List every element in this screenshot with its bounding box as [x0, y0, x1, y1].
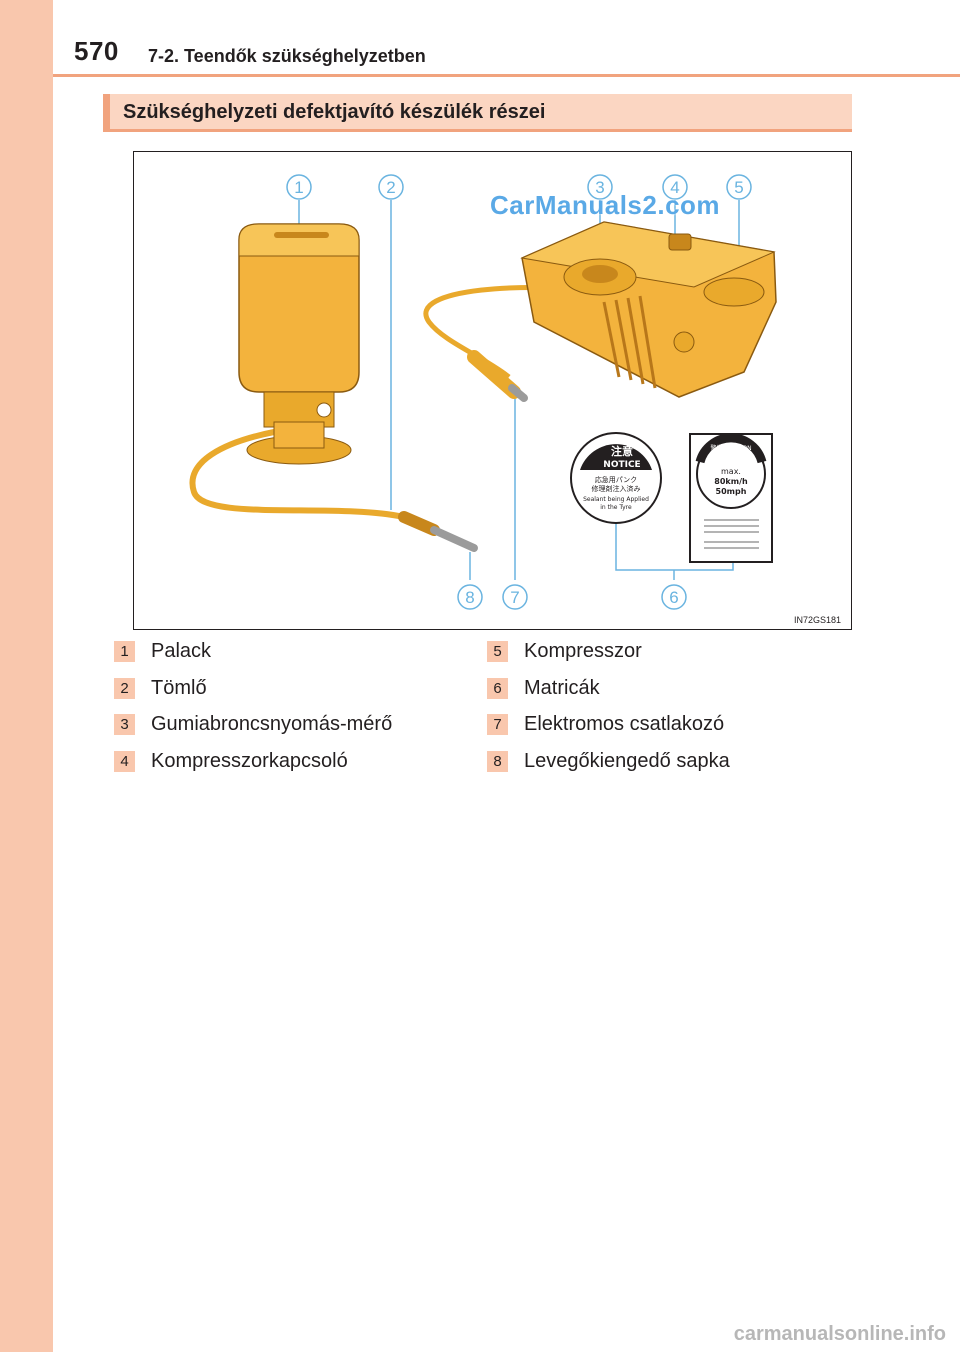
sealant-bottle [238, 223, 360, 465]
caution-speed-1: max. [721, 467, 741, 476]
legend-label: Kompresszorkapcsoló [151, 749, 348, 772]
section-heading-accent [103, 94, 110, 129]
callout-8: 8 [465, 588, 474, 607]
caution-label: 警告/CAUTION [710, 444, 751, 452]
callout-1: 1 [294, 178, 303, 197]
header-rule [53, 74, 960, 77]
parts-legend: 1 Palack 2 Tömlő 3 Gumiabroncsnyomás-mér… [114, 638, 854, 788]
callout-6: 6 [669, 588, 678, 607]
footer-watermark: carmanualsonline.info [733, 1323, 946, 1345]
callout-circles [286, 174, 752, 610]
legend-label: Kompresszor [524, 639, 642, 662]
notice-line-2: 修理剤注入済み [592, 484, 641, 493]
notice-line-1: 応急用パンク [595, 475, 637, 484]
electrical-plug [467, 350, 521, 399]
figure-watermark: CarManuals2.com [490, 190, 721, 220]
callout-4: 4 [670, 178, 679, 197]
air-release-cap [398, 511, 440, 536]
caution-sticker: 警告/CAUTION max. 80km/h 50mph [689, 433, 773, 563]
section-heading-band: Szükséghelyzeti defektjavító készülék ré… [103, 94, 852, 132]
notice-sticker: 注意 NOTICE 応急用パンク 修理剤注入済み Sealant being A… [570, 432, 662, 524]
compressor [520, 221, 777, 398]
legend-item: 1 Palack [114, 638, 211, 664]
notice-line-4: in the Tyre [600, 504, 632, 511]
legend-item: 4 Kompresszorkapcsoló [114, 748, 348, 774]
legend-number: 5 [487, 640, 508, 662]
notice-kanji: 注意 [611, 444, 633, 458]
side-band [0, 0, 53, 1352]
callout-3: 3 [595, 178, 604, 197]
section-title: Szükséghelyzeti defektjavító készülék ré… [123, 101, 546, 123]
legend-number: 8 [487, 750, 508, 772]
legend-number: 6 [487, 677, 508, 699]
kit-illustration: 1 2 3 4 5 8 7 6 [133, 151, 852, 630]
figure-code: IN72GS181 [793, 615, 841, 625]
legend-number: 4 [114, 750, 135, 772]
legend-item: 7 Elektromos csatlakozó [487, 711, 724, 737]
legend-item: 8 Levegőkiengedő sapka [487, 748, 730, 774]
caution-speed-2: 80km/h [714, 477, 748, 486]
callout-numbers: 1 2 3 4 5 8 7 6 [294, 178, 743, 607]
page-number: 570 [74, 36, 119, 66]
legend-number: 7 [487, 713, 508, 735]
legend-label: Matricák [524, 676, 600, 699]
legend-item: 5 Kompresszor [487, 638, 642, 664]
kit-illustration-drawing: 1 2 3 4 5 8 7 6 [189, 174, 777, 610]
legend-label: Tömlő [151, 676, 207, 699]
section-path: 7-2. Teendők szükséghelyzetben [148, 46, 426, 66]
callout-7: 7 [510, 588, 519, 607]
legend-number: 3 [114, 713, 135, 735]
callout-2: 2 [386, 178, 395, 197]
notice-line-3: Sealant being Applied [583, 496, 649, 503]
legend-number: 2 [114, 677, 135, 699]
callout-5: 5 [734, 178, 743, 197]
legend-item: 6 Matricák [487, 675, 600, 701]
legend-item: 2 Tömlő [114, 675, 207, 701]
hose [189, 429, 405, 520]
legend-label: Gumiabroncsnyomás-mérő [151, 712, 393, 735]
legend-number: 1 [114, 640, 135, 662]
legend-item: 3 Gumiabroncsnyomás-mérő [114, 711, 392, 737]
legend-label: Levegőkiengedő sapka [524, 749, 730, 772]
legend-label: Palack [151, 639, 212, 662]
legend-label: Elektromos csatlakozó [524, 712, 725, 735]
notice-label: NOTICE [603, 460, 640, 470]
caution-speed-3: 50mph [716, 487, 747, 496]
